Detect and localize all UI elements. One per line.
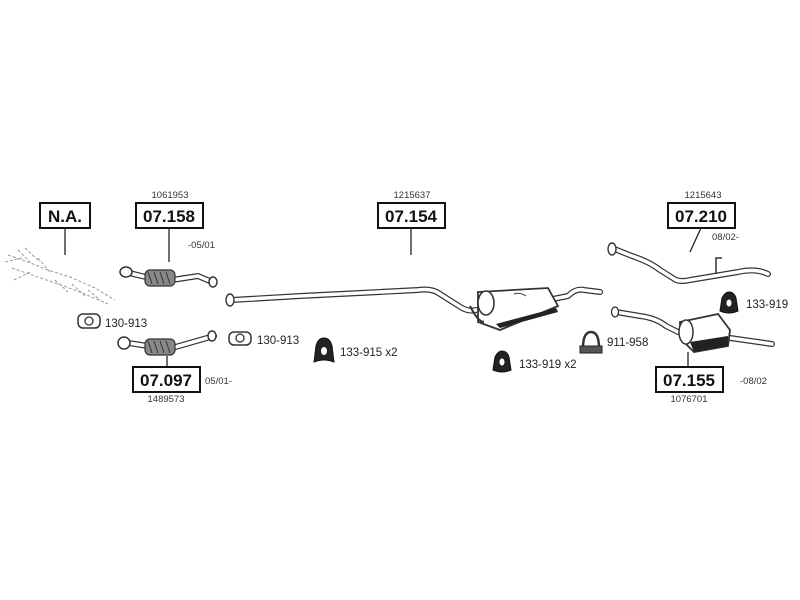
part-07210-pipe: [607, 242, 771, 284]
part-07210-code: 07.210: [675, 207, 727, 226]
part-07097-date: 05/01-: [205, 376, 232, 387]
gasket-mid-label: 130-913: [257, 335, 299, 347]
part-07210-date: 08/02-: [712, 232, 739, 243]
part-07154-pipe: [225, 286, 603, 331]
part-07155-ref: 1076701: [671, 394, 708, 405]
hanger-133915-label: 133-915 x2: [340, 347, 398, 359]
hanger-133919-right-group: 133-919: [719, 291, 788, 314]
na-manifold-sketch: [4, 247, 116, 305]
clamp-911958-group: 911-958: [579, 330, 648, 354]
hanger-133915-group: 133-915 x2: [313, 337, 398, 363]
na-code: N.A.: [48, 207, 82, 226]
part-07155-silencer: [610, 306, 775, 353]
part-07097-group: 07.097 05/01- 1489573: [117, 330, 232, 405]
part-07158-code-box: [135, 202, 204, 229]
gasket-left-icon: [77, 313, 101, 329]
part-07154-code-box: [377, 202, 446, 229]
hanger-133919-right-icon: [719, 291, 739, 314]
gasket-mid-group: 130-913: [228, 331, 299, 347]
part-07210-leader: [689, 227, 702, 253]
part-07097-ref: 1489573: [148, 394, 185, 405]
hanger-133915-icon: [313, 337, 335, 363]
part-07210-code-box: [667, 202, 736, 229]
part-07097-pipe: [117, 330, 217, 356]
na-part-group: N.A.: [4, 202, 116, 305]
part-07154-group: 1215637 07.154: [225, 190, 603, 331]
gasket-left-label: 130-913: [105, 318, 147, 330]
part-07158-pipe: [119, 266, 218, 288]
part-07158-code: 07.158: [143, 207, 195, 226]
hanger-133919-mid-label: 133-919 x2: [519, 359, 577, 371]
part-07155-code-box: [655, 366, 724, 393]
part-07154-code: 07.154: [385, 207, 438, 226]
gasket-mid-icon: [228, 331, 252, 346]
part-07158-group: 1061953 07.158 -05/01: [119, 190, 218, 288]
part-07158-date: -05/01: [188, 240, 215, 251]
part-07155-group: 07.155 -08/02 1076701: [610, 306, 775, 405]
part-07210-group: 1215643 07.210 08/02-: [607, 190, 771, 284]
part-07155-date: -08/02: [740, 376, 767, 387]
part-07158-ref: 1061953: [152, 190, 189, 201]
clamp-911958-label: 911-958: [607, 337, 648, 349]
clamp-911958-icon: [579, 330, 603, 354]
hanger-133919-right-label: 133-919: [746, 299, 788, 311]
part-07097-code-box: [132, 366, 201, 393]
hanger-133919-mid-group: 133-919 x2: [492, 350, 577, 373]
gasket-left-group: 130-913: [77, 313, 147, 330]
part-07097-code: 07.097: [140, 371, 192, 390]
part-07154-ref: 1215637: [394, 190, 431, 201]
part-07155-code: 07.155: [663, 371, 715, 390]
hanger-133919-mid-icon: [492, 350, 512, 373]
part-07210-ref: 1215643: [685, 190, 722, 201]
